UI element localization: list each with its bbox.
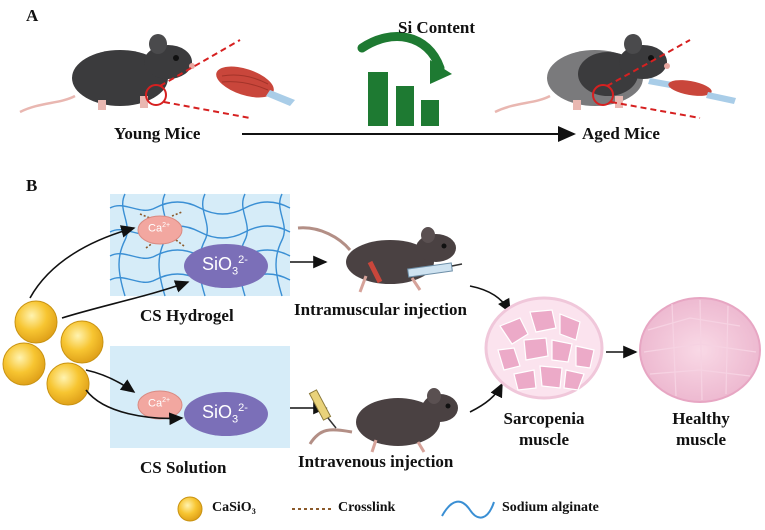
intravenous-mouse-illustration <box>308 388 458 453</box>
healthy-muscle-section <box>639 297 761 403</box>
aged-muscle-icon <box>648 78 736 104</box>
cs-hydrogel-label: CS Hydrogel <box>140 306 234 325</box>
sio3-ion-hydrogel <box>184 244 268 288</box>
sarcopenia-muscle-label: Sarcopenia muscle <box>492 408 596 450</box>
intramuscular-mouse-illustration <box>297 226 463 293</box>
panel-a-letter: A <box>26 6 39 25</box>
sio3-ion-label-hydrogel: SiO32- <box>202 254 248 278</box>
cs-solution-label: CS Solution <box>140 458 227 477</box>
legend-crosslink-label: Crosslink <box>338 500 396 515</box>
sarcopenia-label-line-2: muscle <box>518 430 570 449</box>
aged-mouse-illustration <box>494 34 670 114</box>
aged-zoom-line-top <box>606 39 691 87</box>
iv-to-muscle-arrow <box>469 382 503 413</box>
aged-zoom-line-bottom <box>610 101 701 119</box>
legend-casio3-label: CaSiO₃ <box>212 500 256 515</box>
bead-arrows <box>29 225 190 426</box>
im-to-muscle-arrow <box>469 285 511 314</box>
legend-casio3-icon <box>177 496 203 522</box>
zoom-line-bottom <box>163 101 251 119</box>
healthy-label-line-1: Healthy <box>672 409 730 428</box>
young-mice-label: Young Mice <box>114 124 201 143</box>
sio3-ion-solution <box>184 392 268 436</box>
ca-ion-solution <box>137 390 183 420</box>
aged-mice-label: Aged Mice <box>582 124 660 143</box>
zoom-line-top <box>159 39 241 87</box>
sio3-ion-label-solution: SiO32- <box>202 402 248 426</box>
casio3-beads <box>2 300 104 406</box>
ca-ion-label-solution: Ca2+ <box>148 397 171 410</box>
sarcopenia-label-line-1: Sarcopenia <box>503 409 585 428</box>
sarcopenia-muscle-section <box>484 296 604 400</box>
young-muscle-icon <box>216 66 295 106</box>
legend-sodium-alginate-label: Sodium alginate <box>502 500 599 515</box>
ca-ion-label-hydrogel: Ca2+ <box>148 222 171 235</box>
panel-b-letter: B <box>26 176 38 195</box>
ca-ion-hydrogel <box>137 215 183 245</box>
healthy-label-line-2: muscle <box>675 430 727 449</box>
intramuscular-injection-label: Intramuscular injection <box>294 300 467 319</box>
si-content-label: Si Content <box>398 18 475 37</box>
young-mouse-illustration <box>19 34 195 114</box>
intravenous-injection-label: Intravenous injection <box>298 452 454 471</box>
si-content-chart-icon <box>357 32 452 126</box>
legend-alginate-icon <box>441 500 495 519</box>
healthy-muscle-label: Healthy muscle <box>656 408 746 450</box>
